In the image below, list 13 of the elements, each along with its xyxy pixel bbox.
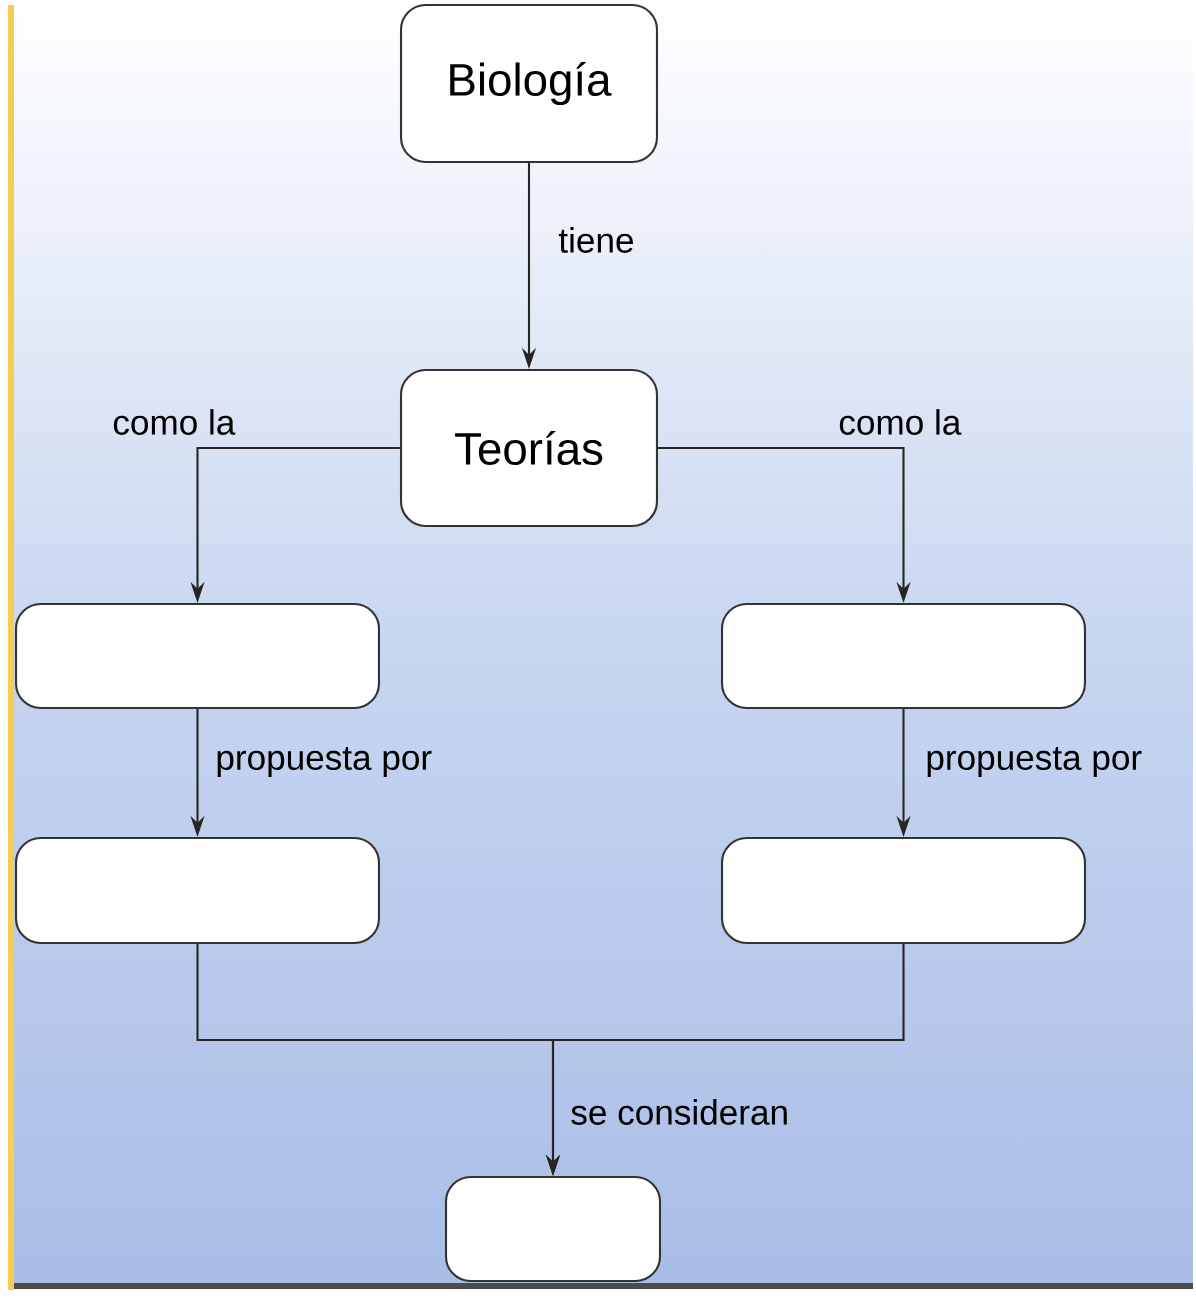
edge-label: propuesta por (927, 747, 1142, 777)
empty-box (444, 1175, 662, 1283)
empty-box (15, 836, 380, 945)
edge-label: como la (113, 409, 236, 435)
empty-box (721, 836, 1086, 945)
edge-label: se consideran (571, 1099, 787, 1125)
edge-label: propuesta por (217, 747, 432, 777)
edge-label: como la (839, 409, 962, 435)
empty-box (15, 602, 380, 710)
concept-box: Teorías (399, 368, 659, 528)
empty-box (721, 602, 1086, 710)
edge-label: tiene (558, 227, 633, 253)
concept-box: Biología (399, 3, 659, 164)
